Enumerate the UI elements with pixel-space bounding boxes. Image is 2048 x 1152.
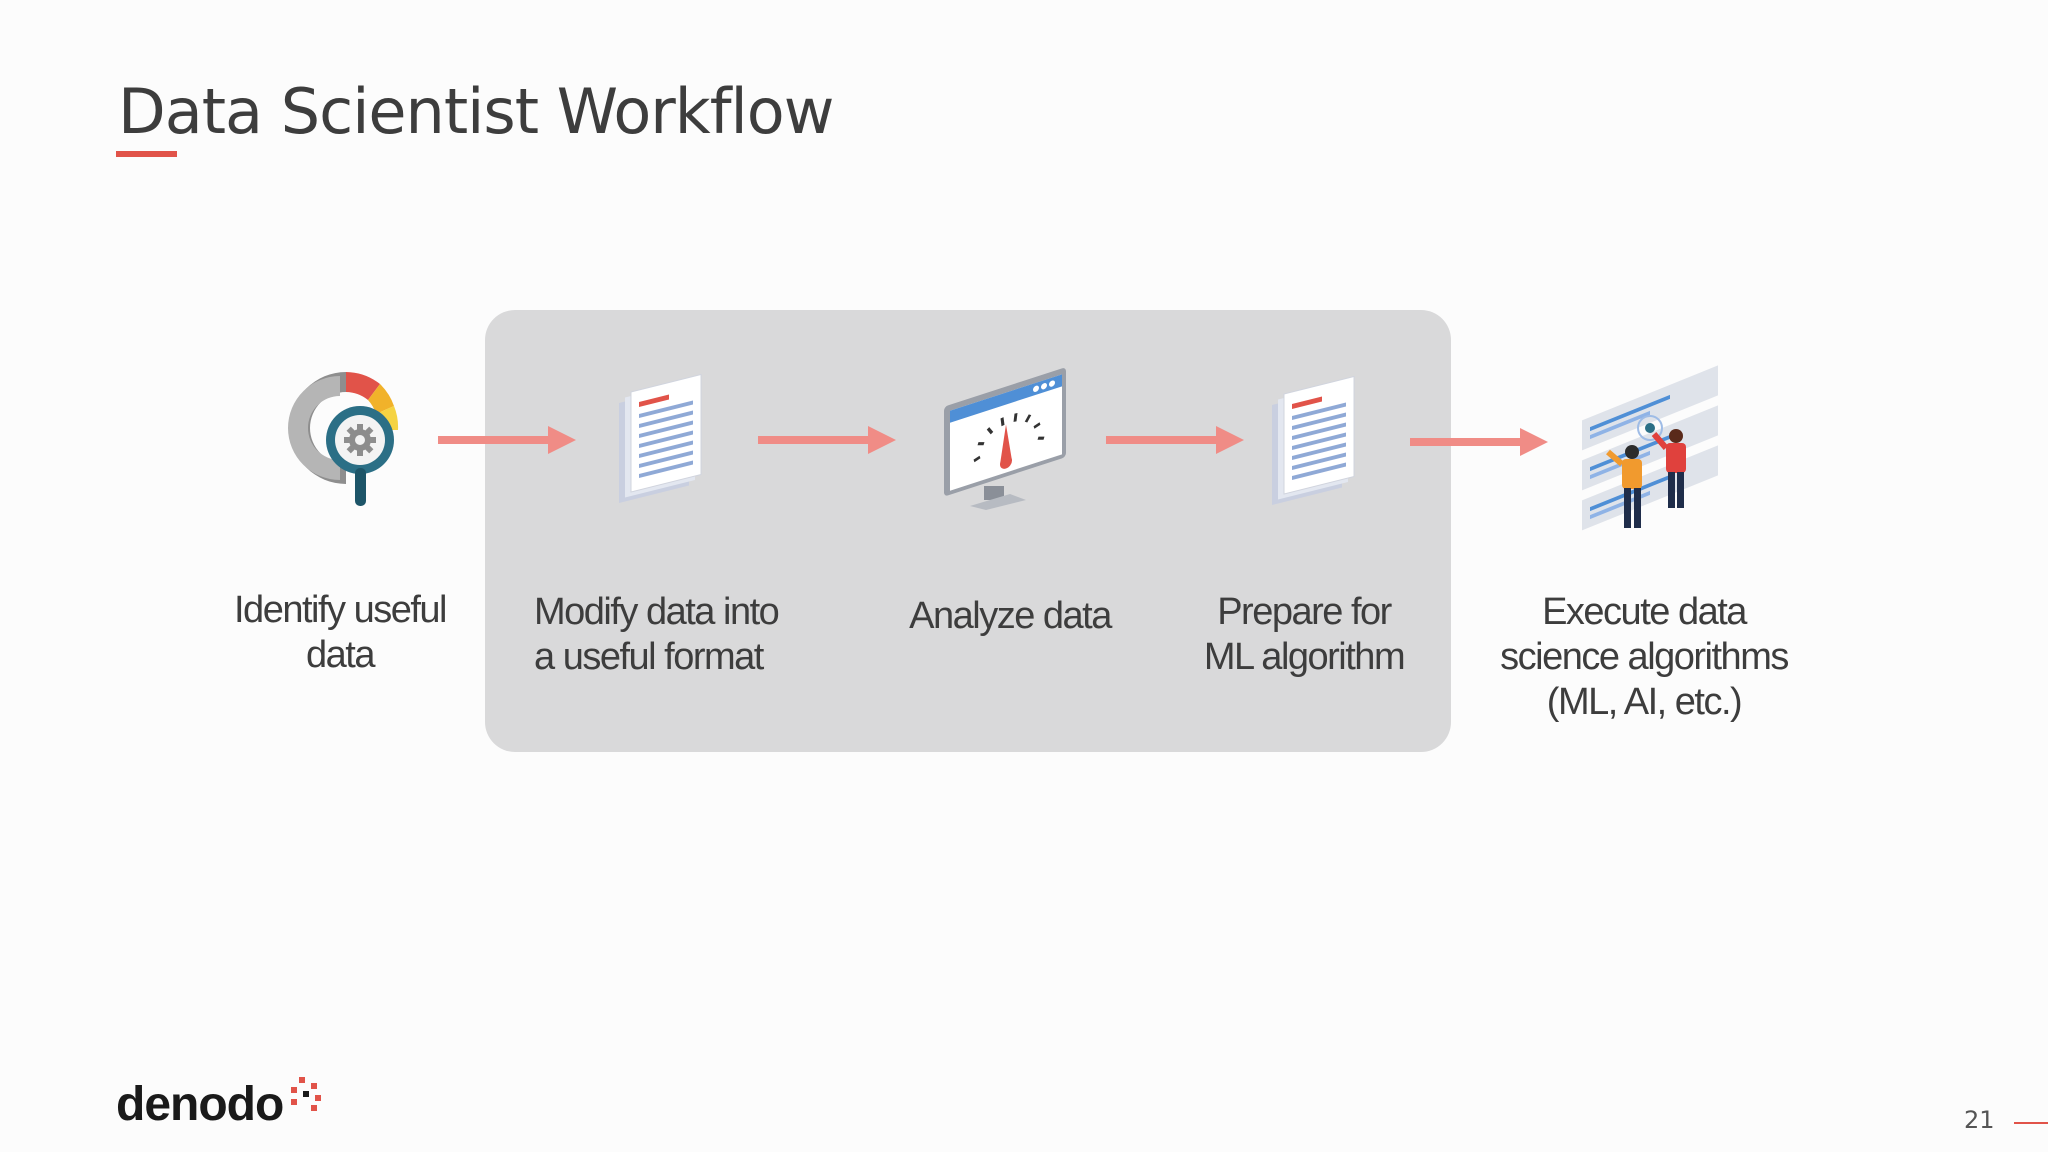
documents-stack-icon [619, 373, 702, 504]
denodo-dots-icon [291, 1077, 322, 1111]
step-label-line: Modify data into [534, 591, 780, 633]
page-number-line [2014, 1122, 2048, 1124]
monitor-gauge-icon [944, 368, 1066, 510]
step-label-line: a useful format [534, 636, 764, 678]
page-number: 21 [1964, 1106, 1995, 1134]
arrow-right-icon [1410, 428, 1548, 456]
logo-text: denodo [116, 1077, 284, 1131]
step-label-line: Identify useful [234, 589, 447, 631]
step-label-line: Execute data [1542, 591, 1747, 633]
step-label-line: (ML, AI, etc.) [1546, 681, 1743, 723]
step-label-line: Analyze data [909, 595, 1112, 637]
arrow-right-icon [438, 426, 576, 454]
arrow-right-icon [758, 426, 896, 454]
people-analyzing-screens-icon [1582, 365, 1718, 531]
arrow-right-icon [1106, 426, 1244, 454]
step-label-prepare: Prepare for ML algorithm [1164, 590, 1444, 680]
step-label-identify: Identify useful data [200, 588, 480, 678]
step-label-line: Prepare for [1217, 591, 1392, 633]
step-label-modify: Modify data into a useful format [534, 590, 834, 680]
highlight-box [485, 310, 1451, 752]
step-label-line: ML algorithm [1203, 636, 1406, 678]
documents-stack-icon [1272, 375, 1355, 506]
step-label-analyze: Analyze data [880, 594, 1140, 639]
step-label-execute: Execute data science algorithms (ML, AI,… [1474, 590, 1814, 725]
title-underline [116, 151, 177, 157]
denodo-logo: denodo [116, 1074, 325, 1134]
slide-title: Data Scientist Workflow [118, 75, 834, 148]
step-label-line: science algorithms [1500, 636, 1789, 678]
step-label-line: data [306, 634, 375, 676]
magnifier-gear-chart-icon [288, 372, 399, 506]
